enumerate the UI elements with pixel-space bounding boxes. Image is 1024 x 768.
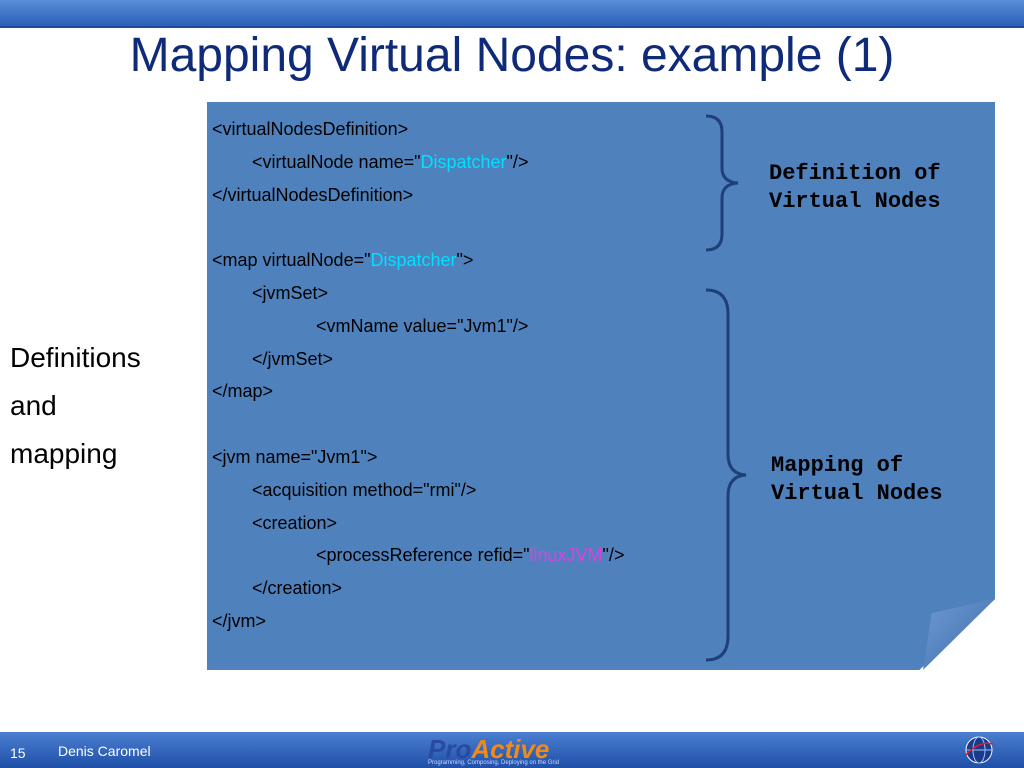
- code-line: </map>: [212, 380, 273, 402]
- code-text: </map>: [212, 381, 274, 402]
- code-text: ">: [456, 250, 474, 271]
- mapping-label: Mapping of Virtual Nodes: [771, 452, 943, 508]
- code-text: <virtualNode name=": [252, 151, 421, 172]
- logo-tagline: Programming, Composing, Deploying on the…: [428, 760, 560, 766]
- code-text: <acquisition method="rmi"/>: [252, 479, 477, 500]
- code-highlight: Dispatcher: [420, 151, 507, 172]
- page-number: 15: [10, 745, 26, 761]
- code-line: <processReference refid="linuxJVM"/>: [316, 544, 624, 566]
- globe-icon: [964, 736, 994, 764]
- code-text: <jvm name="Jvm1">: [212, 447, 378, 467]
- code-line: <virtualNodesDefinition>: [212, 118, 408, 140]
- mapping-brace: [705, 288, 747, 662]
- author-name: Denis Caromel: [58, 743, 151, 759]
- code-text: <vmName value="Jvm1"/>: [316, 315, 529, 336]
- code-text: <map virtualNode=": [212, 250, 371, 271]
- code-line: </jvm>: [212, 610, 266, 632]
- code-text: <virtualNodesDefinition>: [212, 119, 409, 139]
- code-text: "/>: [506, 151, 529, 172]
- code-text: <processReference refid=": [316, 545, 530, 566]
- definition-label-line-2: Virtual Nodes: [769, 189, 941, 214]
- definition-brace: [705, 114, 739, 252]
- code-note: [207, 102, 995, 670]
- code-text: </jvmSet>: [252, 348, 334, 369]
- bottom-bar: [0, 732, 1024, 768]
- code-line: </creation>: [252, 577, 342, 599]
- code-line: <jvm name="Jvm1">: [212, 446, 377, 468]
- code-line: <virtualNode name="Dispatcher"/>: [252, 151, 528, 173]
- side-line-1: Definitions: [10, 342, 141, 373]
- side-line-3: mapping: [10, 438, 118, 469]
- code-text: <creation>: [252, 512, 338, 533]
- definition-label-line-1: Definition of: [769, 161, 941, 186]
- code-text: "/>: [602, 545, 625, 566]
- code-line: <jvmSet>: [252, 282, 328, 304]
- code-text: </jvm>: [212, 611, 267, 631]
- code-text: <jvmSet>: [252, 283, 329, 303]
- top-bar: [0, 0, 1024, 28]
- side-text: Definitions and mapping: [10, 334, 141, 478]
- mapping-label-line-2: Virtual Nodes: [771, 481, 943, 506]
- logo-active: Active: [471, 734, 550, 764]
- definition-label: Definition of Virtual Nodes: [769, 160, 941, 216]
- code-line: <vmName value="Jvm1"/>: [316, 315, 528, 337]
- code-line: </virtualNodesDefinition>: [212, 184, 413, 206]
- code-highlight: Dispatcher: [370, 250, 457, 271]
- code-line: <creation>: [252, 512, 337, 534]
- code-line: <map virtualNode="Dispatcher">: [212, 249, 473, 271]
- code-text: </creation>: [252, 578, 343, 599]
- code-highlight: linuxJVM: [529, 545, 603, 566]
- logo-pro: Pro: [428, 734, 472, 764]
- code-line: <acquisition method="rmi"/>: [252, 479, 476, 501]
- proactive-logo: ProActive: [428, 734, 549, 765]
- side-line-2: and: [10, 390, 57, 421]
- mapping-label-line-1: Mapping of: [771, 453, 904, 478]
- slide-title: Mapping Virtual Nodes: example (1): [129, 29, 895, 82]
- code-text: </virtualNodesDefinition>: [212, 184, 414, 205]
- code-line: </jvmSet>: [252, 348, 333, 370]
